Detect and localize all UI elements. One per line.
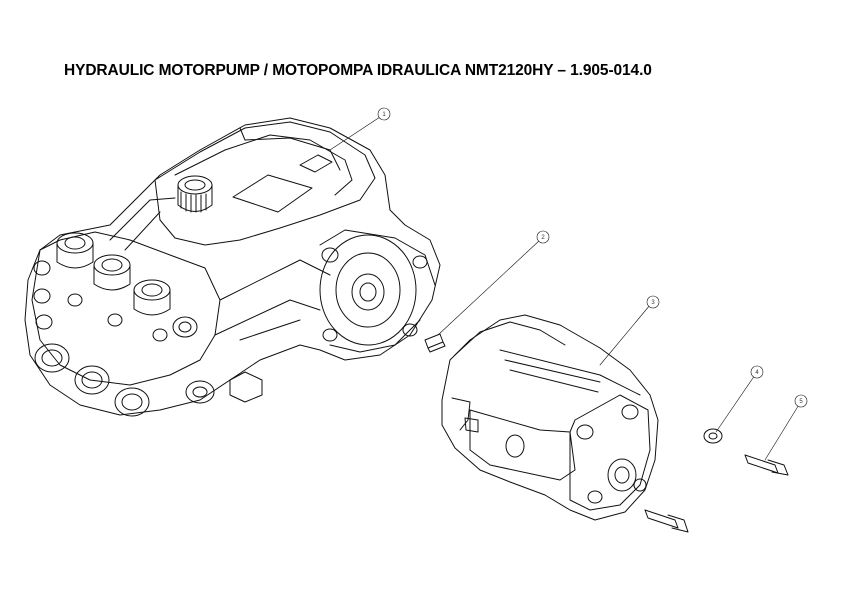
key-drawing xyxy=(424,333,446,353)
callout-4: 4 xyxy=(750,365,764,379)
callout-label: 2 xyxy=(541,235,545,241)
callout-label: 1 xyxy=(382,112,386,118)
hydraulic-motor-drawing xyxy=(441,314,659,521)
callout-3: 3 xyxy=(646,295,660,309)
callout-2: 2 xyxy=(536,230,550,244)
screw-drawing xyxy=(644,454,789,533)
pump-body-drawing xyxy=(24,117,441,417)
callout-5: 5 xyxy=(794,394,808,408)
callout-label: 4 xyxy=(755,370,759,376)
page-title: HYDRAULIC MOTORPUMP / MOTOPOMPA IDRAULIC… xyxy=(64,62,652,79)
callout-label: 5 xyxy=(799,399,803,405)
callout-1: 1 xyxy=(377,107,391,121)
callout-leaders xyxy=(329,116,801,461)
callout-label: 3 xyxy=(651,300,655,306)
washer-drawing xyxy=(703,428,723,444)
